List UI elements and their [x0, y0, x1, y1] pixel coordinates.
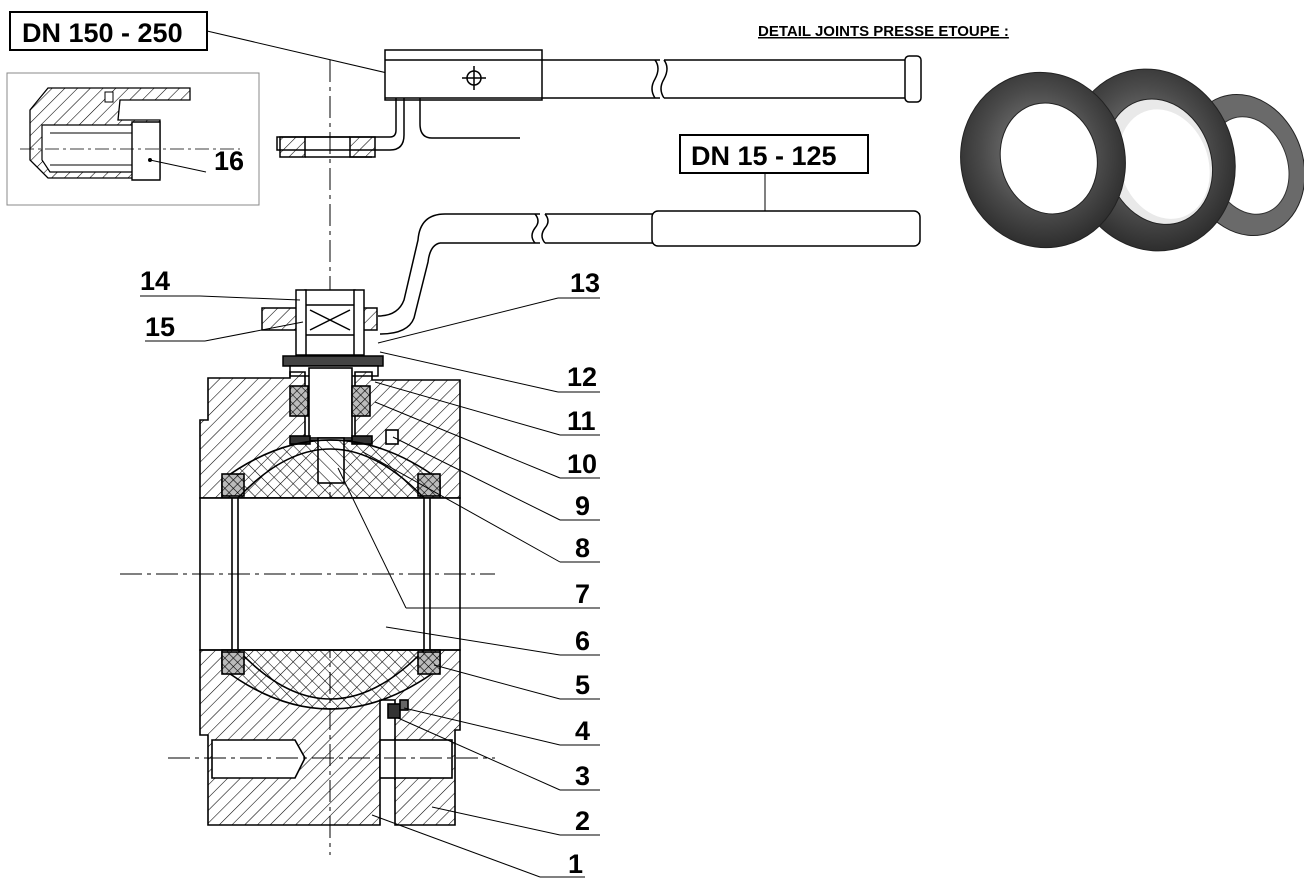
callout-9: 9 — [575, 491, 590, 521]
callout-13: 13 — [570, 268, 600, 298]
small-handle — [377, 210, 921, 335]
dn-large-label: DN 150 - 250 — [9, 11, 401, 77]
packing-rings-illustration — [960, 68, 1304, 252]
callout-15: 15 — [145, 312, 175, 342]
stem-nut-assembly — [261, 289, 384, 377]
callout-11: 11 — [567, 406, 596, 436]
detail-title: DETAIL JOINTS PRESSE ETOUPE : — [758, 23, 1009, 40]
callout-4: 4 — [575, 716, 590, 746]
callout-14: 14 — [140, 266, 170, 296]
callout-3: 3 — [575, 761, 590, 791]
callout-6: 6 — [575, 626, 590, 656]
callouts-right-leaders — [337, 297, 600, 878]
callout-1: 1 — [568, 849, 583, 879]
callout-5: 5 — [575, 670, 590, 700]
dn-small-text: DN 15 - 125 — [691, 141, 837, 171]
callout-12: 12 — [567, 362, 597, 392]
callout-10: 10 — [567, 449, 597, 479]
callout-8: 8 — [575, 533, 590, 563]
valve-body — [199, 367, 461, 826]
callouts-left — [140, 295, 304, 342]
callout-7: 7 — [575, 579, 590, 609]
large-handle — [276, 49, 922, 158]
callout-2: 2 — [575, 806, 590, 836]
detail-inset: 16 — [6, 72, 260, 206]
dn-large-text: DN 150 - 250 — [22, 18, 183, 48]
callout-16: 16 — [214, 146, 244, 176]
dn-small-label: DN 15 - 125 — [679, 134, 869, 230]
